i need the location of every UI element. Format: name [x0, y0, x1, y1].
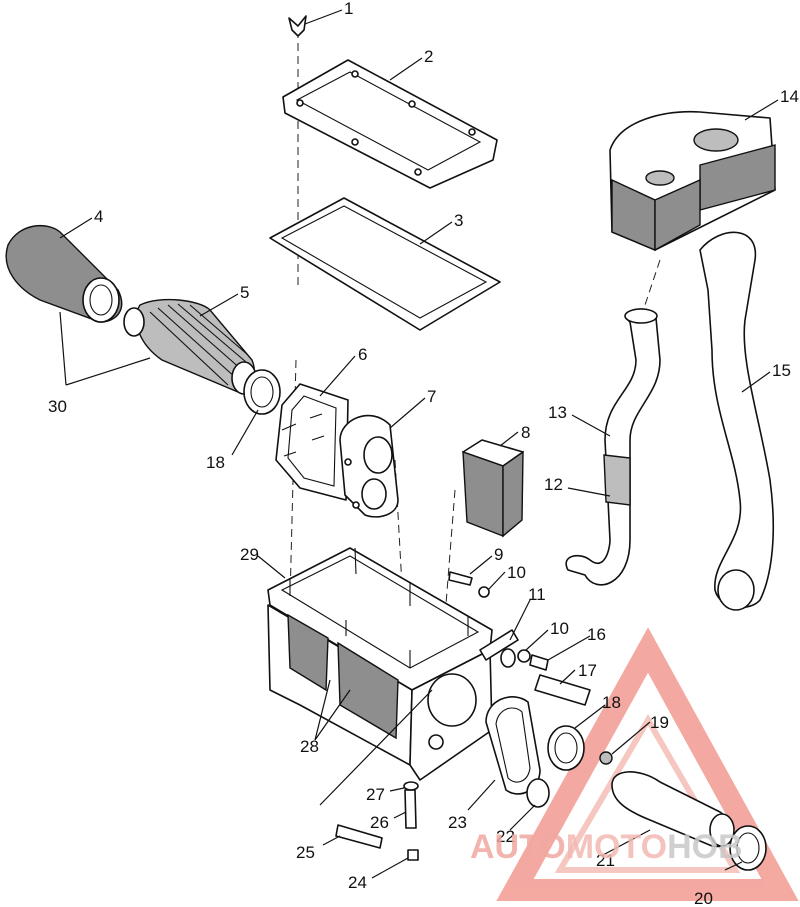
callout-6: 6 [358, 345, 367, 364]
callout-15: 15 [772, 361, 791, 380]
callout-10a: 10 [507, 563, 526, 582]
callout-23: 23 [448, 813, 467, 832]
callout-5: 5 [240, 283, 249, 302]
callout-20: 20 [694, 889, 713, 907]
drain-hose-part-25 [335, 824, 383, 849]
callout-4: 4 [94, 207, 103, 226]
callout-18b: 18 [602, 693, 621, 712]
intake-flange-part-7 [339, 414, 399, 518]
callout-25: 25 [296, 843, 315, 862]
large-hose-part-15 [699, 231, 775, 611]
intake-tube-part-13 [565, 308, 661, 586]
callout-18a: 18 [206, 453, 225, 472]
screw-part-9 [448, 571, 490, 598]
flange-gasket-part-6 [275, 383, 349, 501]
nut-part-19 [599, 751, 613, 765]
fitting-part-16 [529, 654, 549, 671]
wing-nut-part-1 [288, 15, 307, 37]
svg-text:AUTOMOTOHOB: AUTOMOTOHOB [470, 828, 743, 866]
callout-16: 16 [587, 625, 606, 644]
callout-2: 2 [424, 47, 433, 66]
clamp-part-22 [526, 778, 550, 808]
callout-21: 21 [596, 851, 615, 870]
boot-gasket-part-23 [485, 696, 541, 795]
ring-part-20 [729, 825, 767, 871]
callout-12: 12 [544, 475, 563, 494]
cap-part-24 [407, 849, 419, 861]
callout-19: 19 [650, 713, 669, 732]
airbox-housing-part-29 [267, 547, 493, 781]
airbox-cover-part-2 [282, 59, 498, 189]
hose-part-17 [534, 674, 591, 706]
callout-14: 14 [780, 87, 799, 106]
washer-part-10-lower [517, 649, 531, 663]
foam-block-part-8 [462, 439, 524, 538]
callout-22: 22 [496, 827, 515, 846]
callout-26: 26 [370, 813, 389, 832]
watermark-part1: AUTO [470, 828, 566, 866]
bracket-part-11 [479, 629, 519, 668]
tube-part-26 [404, 789, 417, 829]
callout-13: 13 [548, 403, 567, 422]
watermark-part3: HOB [667, 828, 743, 866]
callout-7: 7 [427, 387, 436, 406]
callout-8: 8 [521, 423, 530, 442]
callout-labels: 1 2 3 4 5 6 7 8 9 10 11 10 16 17 12 13 1… [48, 0, 799, 907]
callout-30: 30 [48, 397, 67, 416]
watermark-part2: MOTO [566, 828, 667, 866]
clamp-ring-part-18-lower [547, 725, 585, 771]
callout-3: 3 [454, 211, 463, 230]
watermark-text: AUTOMOTOHOB [470, 828, 743, 866]
callout-27: 27 [366, 785, 385, 804]
callout-28: 28 [300, 737, 319, 756]
leader-lines [59, 9, 779, 879]
callout-24: 24 [348, 873, 367, 892]
callout-1: 1 [344, 0, 353, 18]
watermark-logo [496, 627, 799, 901]
boot-part-21 [611, 771, 735, 848]
callout-17: 17 [578, 661, 597, 680]
clip-part-27 [403, 781, 419, 791]
callout-29: 29 [240, 545, 259, 564]
callout-9: 9 [494, 545, 503, 564]
foam-prefilter-part-4 [5, 225, 123, 323]
clamp-ring-part-18-upper [243, 369, 281, 415]
callout-11: 11 [528, 585, 546, 604]
silencer-foam-part-14 [609, 110, 776, 252]
callout-10b: 10 [550, 619, 569, 638]
cover-gasket-part-3 [269, 197, 501, 331]
filter-element-part-5 [123, 298, 257, 395]
